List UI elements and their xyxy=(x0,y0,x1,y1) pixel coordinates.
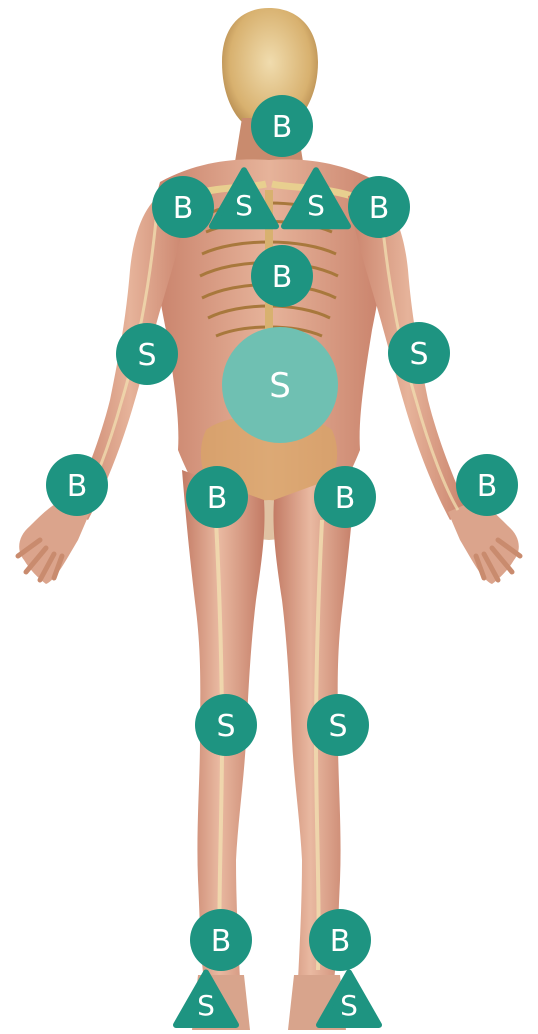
marker-right-elbow-label: S xyxy=(409,337,428,372)
marker-right-foot-label: S xyxy=(340,989,358,1022)
marker-left-foot-label: S xyxy=(197,989,215,1022)
marker-left-hip: B xyxy=(186,466,248,528)
marker-right-ankle: B xyxy=(309,909,371,971)
marker-left-ankle: B xyxy=(190,909,252,971)
marker-left-knee-label: S xyxy=(216,709,235,744)
marker-sternum: B xyxy=(251,245,313,307)
marker-abdomen: S xyxy=(222,327,338,443)
marker-right-shoulder: B xyxy=(348,176,410,238)
marker-left-shoulder: B xyxy=(152,176,214,238)
marker-right-shoulder-label: B xyxy=(369,191,390,226)
marker-abdomen-label: S xyxy=(269,366,291,406)
marker-chin-label: B xyxy=(272,110,293,145)
marker-right-clavicle-label: S xyxy=(307,189,325,222)
marker-right-hip: B xyxy=(314,466,376,528)
marker-right-hip-label: B xyxy=(335,481,356,516)
marker-left-elbow: S xyxy=(116,323,178,385)
marker-left-ankle-label: B xyxy=(211,924,232,959)
body-silhouette xyxy=(18,8,520,1030)
marker-right-wrist-label: B xyxy=(477,469,498,504)
marker-left-wrist-label: B xyxy=(67,469,88,504)
marker-left-shoulder-label: B xyxy=(173,191,194,226)
marker-right-wrist: B xyxy=(456,454,518,516)
marker-left-hip-label: B xyxy=(207,481,228,516)
marker-left-knee: S xyxy=(195,694,257,756)
marker-left-elbow-label: S xyxy=(137,338,156,373)
marker-left-wrist: B xyxy=(46,454,108,516)
marker-right-elbow: S xyxy=(388,322,450,384)
marker-chin: B xyxy=(251,95,313,157)
marker-right-knee: S xyxy=(307,694,369,756)
marker-right-knee-label: S xyxy=(328,709,347,744)
marker-right-ankle-label: B xyxy=(330,924,351,959)
marker-left-clavicle-label: S xyxy=(235,189,253,222)
marker-sternum-label: B xyxy=(272,260,293,295)
